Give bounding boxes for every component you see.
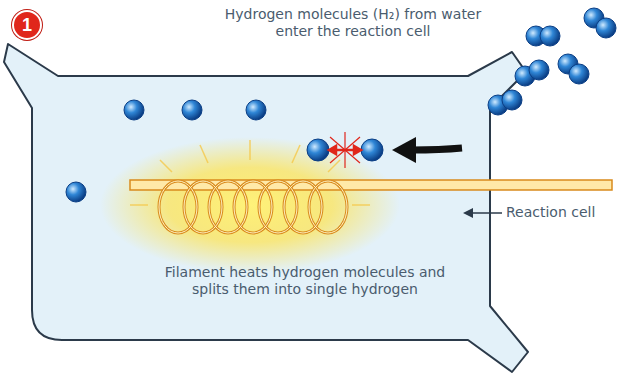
hydrogen-molecules (488, 8, 616, 115)
filament-glow (100, 137, 400, 273)
entry-arrow (412, 148, 462, 150)
leader-line (470, 212, 502, 214)
glow-rays (130, 140, 370, 205)
entry-arrowhead (392, 137, 416, 163)
filament (130, 180, 612, 233)
cell-housing (4, 44, 528, 372)
filament-label: Filament heats hydrogen molecules and sp… (150, 264, 460, 298)
part-name: Reaction cell (506, 204, 595, 221)
splitting-molecule (307, 132, 383, 168)
hydrogen-atoms (66, 100, 266, 202)
leader-arrowhead (463, 208, 473, 218)
callout-number: 1 (12, 10, 42, 40)
inlet-label: Hydrogen molecules (H₂) from water enter… (222, 6, 484, 40)
